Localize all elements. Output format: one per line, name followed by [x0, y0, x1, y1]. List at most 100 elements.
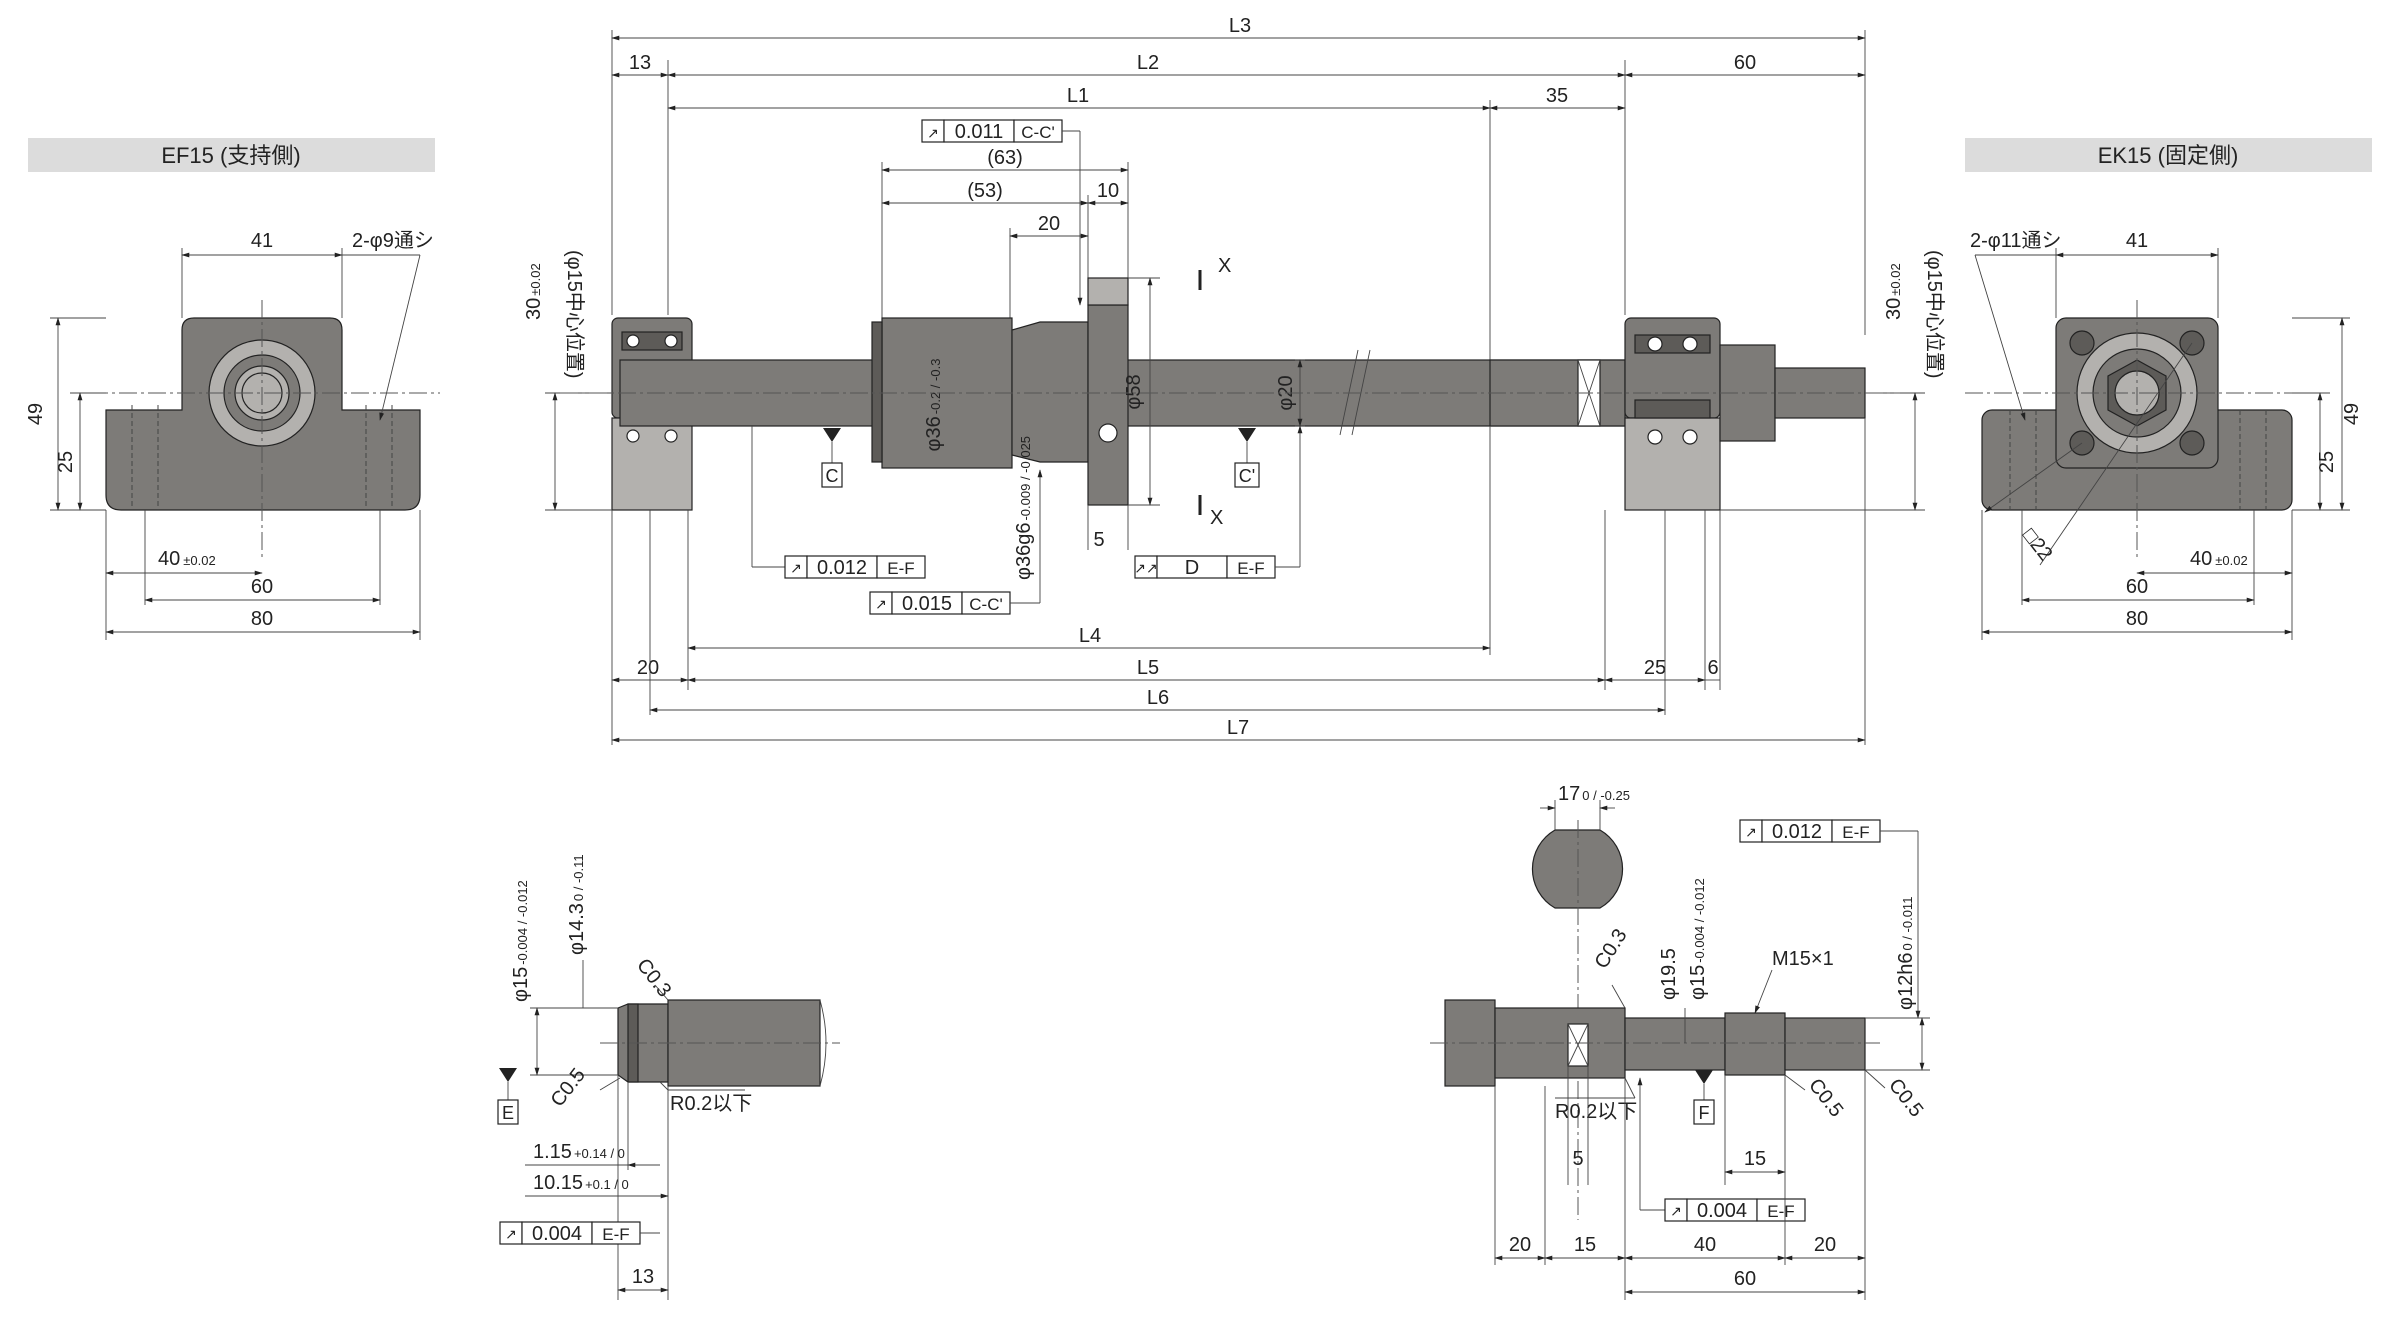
right-dim-20-a: 20 [1509, 1234, 1531, 1256]
svg-text:0.012: 0.012 [1772, 821, 1822, 843]
left-dim-13: 13 [632, 1266, 654, 1288]
dim-center-30-left: 30±0.02 [523, 263, 545, 320]
svg-text:↗: ↗ [875, 596, 887, 612]
dim-10: 10 [1097, 180, 1119, 202]
left-dim-phi15: φ15-0.004 / -0.012 [510, 880, 532, 1002]
dim-L6: L6 [1147, 687, 1169, 709]
right-tol-frame: ↗ 0.004 E-F [1637, 1077, 1806, 1222]
ek15-dim-25: 25 [2316, 451, 2338, 473]
right-c05-b: C0.5 [1884, 1075, 1927, 1122]
ek15-dim-square22: □22 [2018, 525, 2056, 566]
ef15-dim-80: 80 [251, 608, 273, 630]
main-assembly-view: L3 13 L2 60 L1 35 ↗ 0.011 C-C' (63) [523, 15, 1946, 745]
dim-13: 13 [629, 52, 651, 74]
right-dim-15: 15 [1574, 1234, 1596, 1256]
left-r02: R0.2以下 [670, 1093, 752, 1115]
right-c05-a: C0.5 [1804, 1075, 1847, 1122]
right-end-tip [1784, 1017, 1866, 1071]
svg-text:0.012: 0.012 [817, 557, 867, 579]
svg-text:C: C [826, 466, 839, 486]
ek15-dim-60: 60 [2126, 576, 2148, 598]
dim-L2: L2 [1137, 52, 1159, 74]
d-cut-section [1531, 829, 1624, 909]
svg-text:↗: ↗ [1670, 1203, 1682, 1219]
ef15-header [28, 138, 435, 172]
center-note-right: (φ15中心位置) [1923, 250, 1946, 379]
right-dim-60: 60 [1734, 1268, 1756, 1290]
svg-text:↗: ↗ [790, 560, 802, 576]
svg-text:0.011: 0.011 [955, 121, 1004, 143]
datum-e: E [497, 1068, 519, 1125]
ef15-dim-49: 49 [25, 403, 47, 425]
right-r02: R0.2以下 [1555, 1101, 1637, 1123]
dim-L4: L4 [1079, 625, 1101, 647]
svg-text:C-C': C-C' [1021, 123, 1054, 142]
section-mark-x-bottom: X [1210, 507, 1223, 529]
svg-text:↗: ↗ [505, 1226, 517, 1242]
right-tol-frame-top: ↗ 0.012 E-F [1739, 819, 1921, 1019]
datum-f: F [1693, 1070, 1715, 1125]
left-tol-frame: ↗ 0.004 E-F [499, 1221, 660, 1245]
svg-text:C-C': C-C' [969, 595, 1002, 614]
ef15-dim-41: 41 [251, 230, 273, 252]
tol-frame-2: ↗ 0.015 C-C' [869, 469, 1043, 615]
svg-text:↗↗: ↗↗ [1134, 560, 1157, 576]
svg-text:E-F: E-F [1237, 559, 1264, 578]
ek15-view: EK15 (固定側) 41 2-φ11通シ 49 25 [1965, 138, 2372, 640]
dim-53: (53) [967, 180, 1003, 202]
dim-L7: L7 [1227, 717, 1249, 739]
ef15-hole-note: 2-φ9通シ [352, 229, 434, 252]
tol-frame-1: ↗ 0.012 E-F [751, 426, 926, 579]
right-dim-phi12h6: φ12h60 / -0.011 [1895, 897, 1917, 1010]
svg-text:E-F: E-F [887, 559, 914, 578]
dim-63: (63) [987, 147, 1023, 169]
ek15-title: EK15 (固定側) [2098, 143, 2239, 168]
datum-c: C [821, 428, 843, 488]
ek15-dim-41: 41 [2126, 230, 2148, 252]
ek15-header [1965, 138, 2372, 172]
left-c05: C0.5 [547, 1064, 590, 1111]
right-m15: M15×1 [1772, 948, 1834, 970]
section-mark-x-top: X [1218, 255, 1231, 277]
dim-phi36: φ36-0.2 / -0.3 [923, 359, 945, 452]
ek15-dim-49: 49 [2341, 403, 2363, 425]
dim-20-nut: 20 [1038, 213, 1060, 235]
right-c03: C0.3 [1591, 925, 1632, 972]
center-note-left: (φ15中心位置) [563, 250, 586, 379]
svg-text:E: E [502, 1103, 514, 1123]
dim-35: 35 [1546, 85, 1568, 107]
right-dim-5: 5 [1572, 1148, 1583, 1170]
svg-text:0.004: 0.004 [1697, 1200, 1747, 1222]
right-dim-40: 40 [1694, 1234, 1716, 1256]
right-dim-phi19-5: φ19.5 [1658, 948, 1680, 1000]
left-dim-1-15: 1.15+0.14 / 0 [533, 1141, 625, 1163]
left-dim-10-15: 10.15+0.1 / 0 [533, 1172, 629, 1194]
dim-center-30-right: 30±0.02 [1883, 263, 1905, 320]
right-dim-phi15: φ15-0.004 / -0.012 [1687, 878, 1709, 1000]
ek15-hole-note: 2-φ11通シ [1970, 229, 2062, 252]
ef15-dim-60: 60 [251, 576, 273, 598]
ek15-dim-80: 80 [2126, 608, 2148, 630]
ek15-dim-40: 40±0.02 [2190, 548, 2248, 570]
svg-text:↗: ↗ [927, 125, 939, 141]
svg-text:E-F: E-F [602, 1225, 629, 1244]
left-dim-phi14-3: φ14.30 / -0.11 [566, 854, 588, 955]
svg-text:↗: ↗ [1745, 824, 1757, 840]
svg-text:0.004: 0.004 [532, 1223, 582, 1245]
right-end-thread [1724, 1012, 1786, 1076]
dim-5-flange: 5 [1093, 529, 1104, 551]
dim-20-bottom: 20 [637, 657, 659, 679]
svg-text:E-F: E-F [1767, 1202, 1794, 1221]
dim-phi58: φ58 [1123, 374, 1145, 409]
dim-phi36g6: φ36g6-0.009 / -0.025 [1013, 436, 1035, 580]
svg-text:C': C' [1239, 466, 1255, 486]
ek15-bolt [2179, 430, 2205, 456]
ef15-dim-25: 25 [55, 451, 77, 473]
dim-25-bottom: 25 [1644, 657, 1666, 679]
tol-frame-top: ↗ 0.011 C-C' [921, 119, 1083, 306]
dim-L5: L5 [1137, 657, 1159, 679]
tol-frame-3: ↗↗ D E-F [1134, 425, 1303, 579]
svg-text:F: F [1699, 1103, 1710, 1123]
